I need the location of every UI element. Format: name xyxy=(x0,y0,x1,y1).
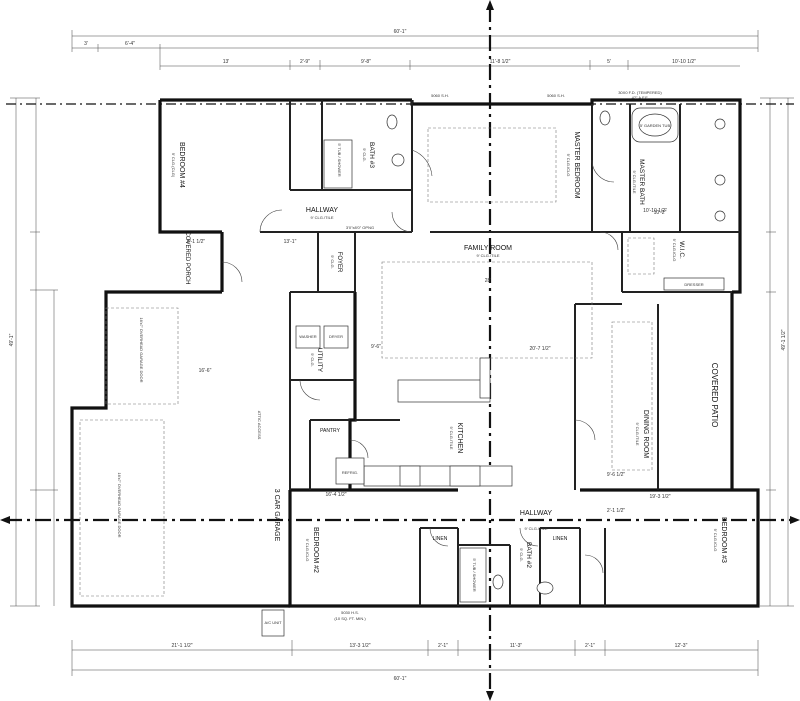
room-labels: BEDROOM #4 9' CLG.(CLG) BATH #3 9' CLG. … xyxy=(171,131,727,573)
dim-bottom-1: 13'-3 1/2" xyxy=(349,643,370,649)
dim-top-3: 2'-9" xyxy=(300,59,310,65)
bedroom3-ceiling: 9' CLG./CLG xyxy=(713,529,718,552)
washer-label: WASHER xyxy=(299,334,317,339)
dresser-label: DRESSER xyxy=(684,282,703,287)
dim-interior-2: 20'-7 1/2" xyxy=(529,346,550,352)
doors xyxy=(221,149,619,574)
bedroom4-label: BEDROOM #4 xyxy=(178,142,185,188)
wic-ceiling: 9' CLG./CLG xyxy=(672,239,677,262)
ceiling-outlines xyxy=(381,127,653,471)
dim-top-0: 3' xyxy=(84,41,88,47)
garage-door-note-1: 16'x7' OVERHEAD GARAGE DOOR xyxy=(139,317,144,382)
dim-top-7: 10'-10 1/2" xyxy=(672,59,696,65)
dim-bottom-5: 12'-3" xyxy=(675,643,688,649)
sf-note: (10 SQ. FT. MIN.) xyxy=(334,616,366,621)
covered-porch-label: COVERED PORCH xyxy=(184,231,190,284)
aff-note: 42" A.F.F. xyxy=(632,95,649,100)
dim-interior-6: 9'-6 1/2" xyxy=(607,472,626,478)
garage-label: 3 CAR GARAGE xyxy=(273,489,280,542)
family-opening-note: 3'0"x8'0" OPNG xyxy=(346,225,374,230)
tub-shower-label: 5' TUB / SHOWER xyxy=(337,143,342,176)
sill-note-3: 5030 H.S. xyxy=(341,610,359,615)
master-bath-ceiling: 9' CLG./TILE xyxy=(632,171,637,194)
master-bath-label: MASTER BATH xyxy=(638,159,645,205)
bath2-label: BATH #2 xyxy=(525,542,532,568)
bath3-label: BATH #3 xyxy=(368,142,375,168)
interior-walls xyxy=(260,100,740,606)
bedroom4-ceiling: 9' CLG.(CLG) xyxy=(171,153,176,178)
dim-interior-3: 16'-6" xyxy=(199,368,212,374)
dim-top-5: 11'-8 1/2" xyxy=(490,59,511,65)
hallway-north-ceiling: 9' CLG./TILE xyxy=(311,215,334,220)
overall-bottom-dimension: 60'-1" xyxy=(394,676,407,682)
dim-bottom-2: 2'-1" xyxy=(438,643,448,649)
bedroom3-label: BEDROOM #3 xyxy=(720,517,727,563)
dining-room-ceiling: 9' CLG./TILE xyxy=(635,423,640,446)
tub-shower-2-label: 5' TUB / SHOWER xyxy=(472,558,477,591)
linen-a-label: LINEN xyxy=(433,536,448,542)
dim-interior-7: 2'-1 1/2" xyxy=(607,508,626,514)
dim-bottom-3: 11'-3" xyxy=(510,643,523,649)
dim-bottom-4: 2'-1" xyxy=(585,643,595,649)
dim-interior-4: 10'-10 1/2" xyxy=(643,208,667,214)
dim-interior-8: 28' xyxy=(485,278,492,284)
master-bedroom-label: MASTER BEDROOM xyxy=(573,131,580,198)
attic-access-note: ATTIC ACCESS xyxy=(257,411,262,440)
dining-room-label: DINING ROOM xyxy=(642,410,649,458)
dim-interior-9: 19'-3 1/2" xyxy=(649,494,670,500)
ac-unit-label: A/C UNIT xyxy=(264,620,282,625)
top-dimensions: 60'-1" 3' 6'-4" 13' 2'-9" 9'-8" 11'-8 1/… xyxy=(71,29,759,70)
bath2-ceiling: 9' CLG. xyxy=(519,548,524,561)
foyer-ceiling: 9' CLG. xyxy=(330,255,335,268)
garage-doors: 16'x7' OVERHEAD GARAGE DOOR 16'x7' OVERH… xyxy=(79,307,262,597)
utility-ceiling: 9' CLG. xyxy=(310,353,315,366)
family-room-label: FAMILY ROOM xyxy=(464,245,512,252)
kitchen-label: KITCHEN xyxy=(456,423,463,454)
left-total-dimension: 49'-1" xyxy=(9,333,15,346)
garden-tub-label: 5' GARDEN TUB xyxy=(640,123,671,128)
dim-interior-1: 8'-1 1/2" xyxy=(187,239,206,245)
sill-note-2: 5060 S.H. xyxy=(547,93,565,98)
dim-interior-10: 10'-2" xyxy=(654,210,667,216)
sill-note-1: 5060 S.H. xyxy=(431,93,449,98)
bottom-dimensions: 21'-1 1/2" 13'-3 1/2" 2'-1" 11'-3" 2'-1"… xyxy=(71,640,759,682)
bedroom2-ceiling: 9' CLG./CLG xyxy=(305,539,310,562)
bedroom2-label: BEDROOM #2 xyxy=(312,527,319,573)
hallway-north-label: HALLWAY xyxy=(306,207,338,214)
dim-bottom-0: 21'-1 1/2" xyxy=(171,643,192,649)
interior-dimensions: 13'-1" 8'-1 1/2" 20'-7 1/2" 16'-6" 10'-1… xyxy=(187,208,671,514)
tempered-note: 30X0 F.D. (TEMPERED) xyxy=(618,90,662,95)
dim-top-4: 9'-8" xyxy=(361,59,371,65)
bath3-ceiling: 9' CLG. xyxy=(362,148,367,161)
garage-door-note-2: 16'x7' OVERHEAD GARAGE DOOR xyxy=(117,472,122,537)
dim-interior-5: 9'-6" xyxy=(371,344,381,350)
dim-top-6: 5' xyxy=(607,59,611,65)
dim-top-1: 6'-4" xyxy=(125,41,135,47)
dim-interior-0: 13'-1" xyxy=(284,239,297,245)
pantry-label: PANTRY xyxy=(320,428,340,434)
hallway-south-label: HALLWAY xyxy=(520,510,552,517)
master-bedroom-ceiling: 9' CLG./CLG xyxy=(566,154,571,177)
right-total-dimension: 49'-1 1/2" xyxy=(781,329,787,350)
hallway-south-ceiling: 9' CLG./TILE xyxy=(525,526,548,531)
covered-patio-label: COVERED PATIO xyxy=(710,363,719,428)
family-room-ceiling: 9' CLG./TILE xyxy=(477,253,500,258)
linen-b-label: LINEN xyxy=(553,536,568,542)
plan-notes: 30X0 F.D. (TEMPERED) 42" A.F.F. 5060 S.H… xyxy=(334,90,662,621)
utility-label: UTILITY xyxy=(316,348,323,373)
overall-top-dimension: 60'-1" xyxy=(394,29,407,35)
side-dimensions: 49'-1" 49'-1 1/2" xyxy=(9,97,794,607)
dim-interior-11: 16'-4 1/2" xyxy=(325,492,346,498)
wic-label: W.I.C. xyxy=(678,241,685,259)
kitchen-ceiling: 9' CLG./TILE xyxy=(449,427,454,450)
foyer-label: FOYER xyxy=(336,252,342,273)
dryer-label: DRYER xyxy=(329,334,343,339)
fixtures: 5' GARDEN TUB 5' TUB / SHOWER 5' TUB / S… xyxy=(261,107,726,637)
dim-top-2: 13' xyxy=(223,59,230,65)
refrig-label: REFRIG. xyxy=(342,470,358,475)
